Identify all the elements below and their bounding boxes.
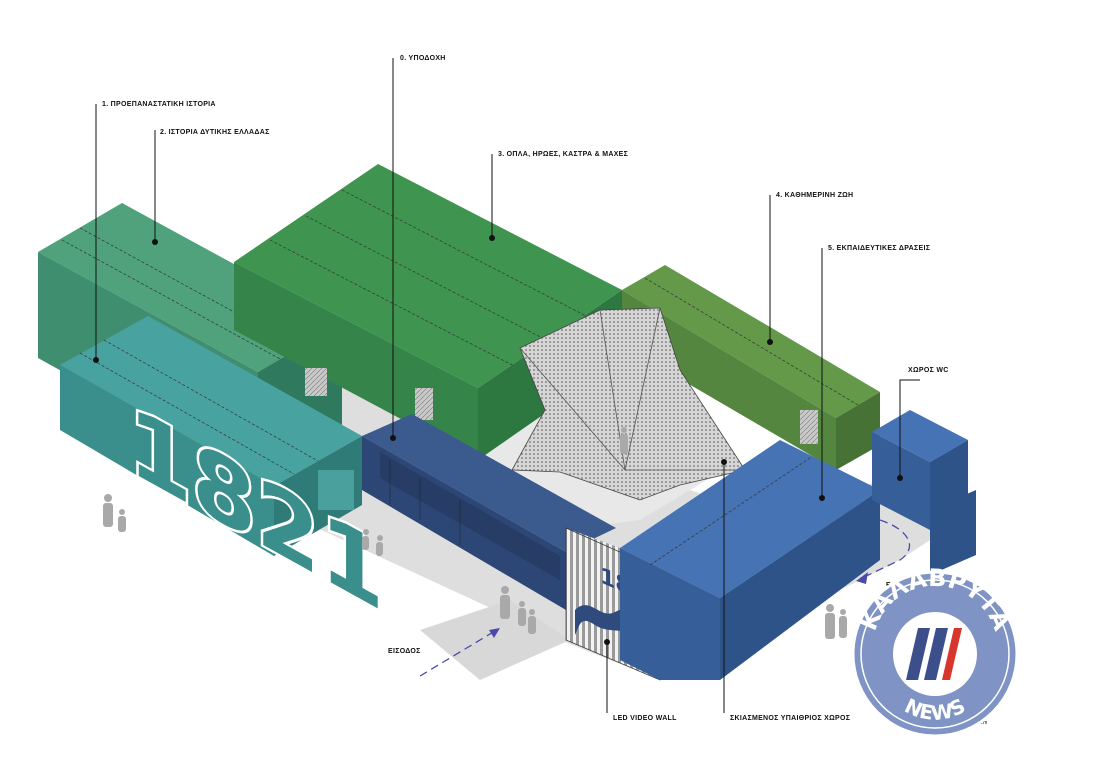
watermark-logo: ΚΑΛΑΒΡΥΤΑ NEWS: [851, 564, 1019, 738]
block-daily-life: [622, 265, 880, 470]
label-western-greece: 2. ΙΣΤΟΡΙΑ ΔΥΤΙΚΗΣ ΕΛΛΑΔΑΣ: [160, 129, 270, 136]
doorway: [415, 388, 433, 420]
label-reception: 0. ΥΠΟΔΟΧΗ: [400, 55, 446, 62]
leader-lines: [93, 58, 920, 713]
block-prerevolutionary: [60, 316, 362, 556]
label-education: 5. ΕΚΠΑΙΔΕΥΤΙΚΕΣ ΔΡΑΣΕΙΣ: [828, 245, 930, 252]
entrance-arrow-left: [419, 628, 500, 677]
block-reception: [362, 414, 616, 610]
label-prerevolutionary: 1. ΠΡΟΕΠΑΝΑΣΤΑΤΙΚΗ ΙΣΤΟΡΙΑ: [102, 101, 216, 108]
label-led-wall: LED VIDEO WALL: [613, 715, 677, 722]
label-daily-life: 4. ΚΑΘΗΜΕΡΙΝΗ ΖΩΗ: [776, 192, 853, 199]
people-silhouettes: [103, 427, 847, 639]
doorway: [800, 410, 818, 444]
block-wc: [872, 410, 976, 575]
doorway: [305, 368, 327, 396]
label-wc: ΧΩΡΟΣ WC: [908, 367, 949, 374]
label-entrance-left: ΕΙΣΟΔΟΣ: [388, 648, 421, 655]
block-educational: [620, 440, 880, 680]
entrance-arrow-right: [856, 519, 911, 584]
logo-stripes-icon: [906, 628, 962, 680]
glazing: [318, 470, 354, 510]
scale-tick-2: 2m: [980, 720, 988, 726]
label-weapons: 3. ΟΠΛΑ, ΗΡΩΕΣ, ΚΑΣΤΡΑ & ΜΑΧΕΣ: [498, 151, 628, 158]
label-shaded-area: ΣΚΙΑΣΜΕΝΟΣ ΥΠΑΙΘΡΙΟΣ ΧΩΡΟΣ: [730, 715, 850, 722]
